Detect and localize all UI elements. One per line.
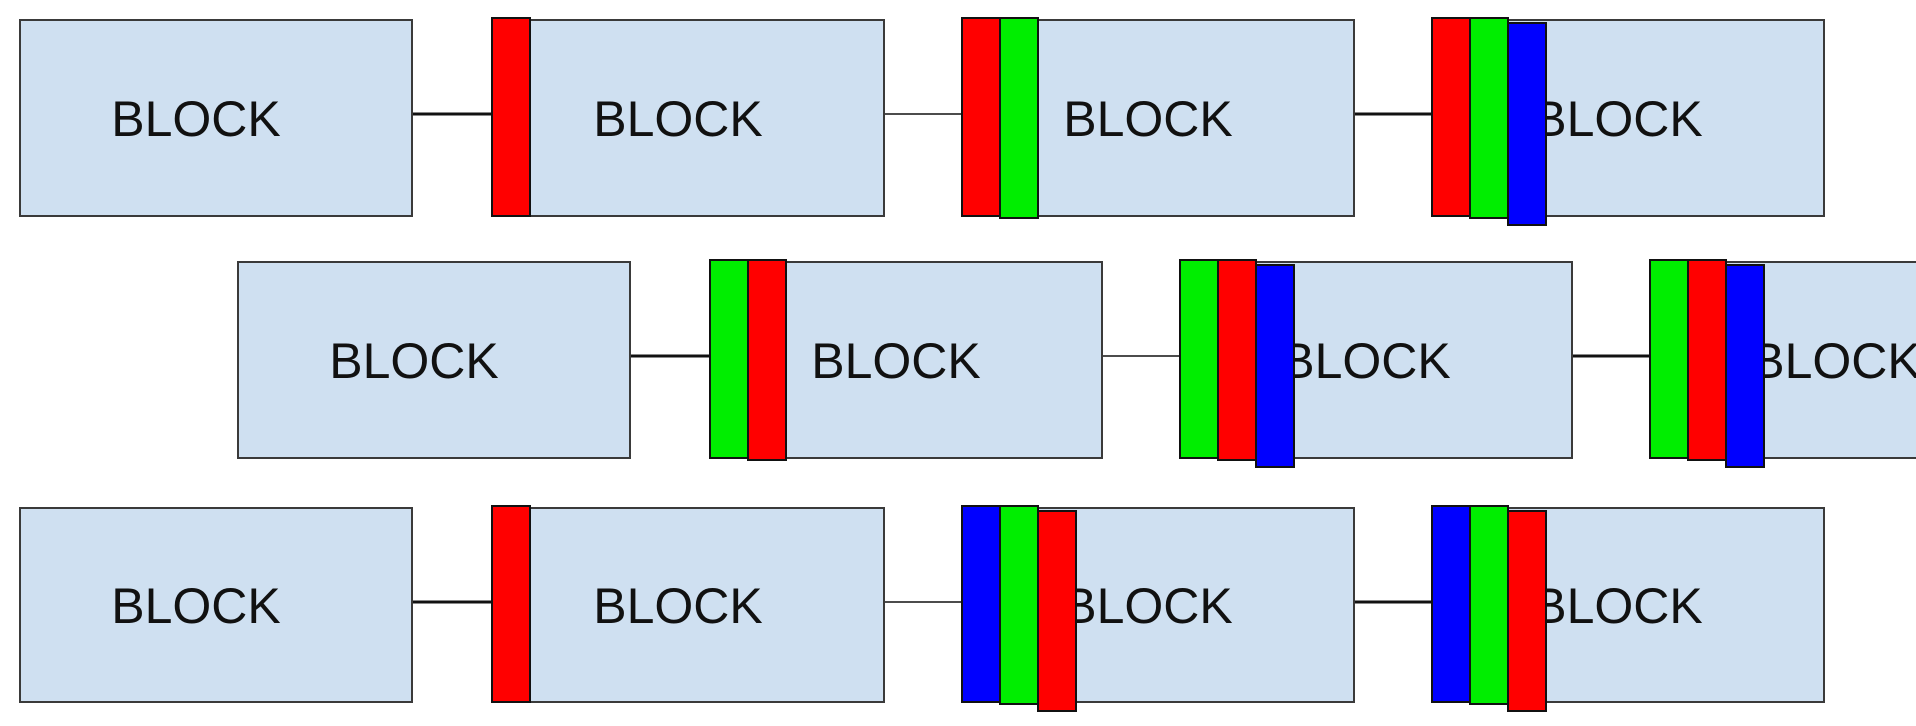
diagram-row-1: BLOCK BLOCK BLOCK BLOCK (19, 17, 1825, 226)
block-label: BLOCK (1751, 333, 1916, 389)
stripe-green (1179, 259, 1219, 459)
block: BLOCK (961, 17, 1355, 219)
block-box (237, 261, 631, 459)
block: BLOCK (237, 261, 631, 459)
block-box (19, 19, 413, 217)
block: BLOCK (491, 505, 885, 703)
block: BLOCK (491, 17, 885, 217)
stripe-red (491, 17, 531, 217)
block-box (491, 19, 885, 217)
stripe-blue (961, 505, 1001, 703)
stripe-red (1217, 259, 1257, 461)
block: BLOCK (19, 19, 413, 217)
block-label: BLOCK (593, 578, 763, 634)
block: BLOCK (1431, 17, 1825, 226)
block-label: BLOCK (111, 578, 281, 634)
stripe-green (1469, 17, 1509, 219)
block-label: BLOCK (1533, 578, 1703, 634)
block-label: BLOCK (329, 333, 499, 389)
block: BLOCK (1649, 259, 1916, 468)
stripe-red (1037, 510, 1077, 712)
stripe-green (999, 505, 1039, 705)
diagram-row-3: BLOCK BLOCK BLOCK BLOCK (19, 505, 1825, 712)
block: BLOCK (1179, 259, 1573, 468)
stripe-red (747, 259, 787, 461)
stripe-green (709, 259, 749, 459)
stripe-green (1469, 505, 1509, 705)
block-label: BLOCK (1281, 333, 1451, 389)
stripe-blue (1725, 264, 1765, 468)
block: BLOCK (961, 505, 1355, 712)
block-label: BLOCK (811, 333, 981, 389)
block-box (19, 507, 413, 703)
stripe-red (1687, 259, 1727, 461)
stripe-blue (1255, 264, 1295, 468)
stripe-red (491, 505, 531, 703)
diagram-row-2: BLOCK BLOCK BLOCK BLOCK (237, 259, 1916, 468)
stripe-red (1507, 510, 1547, 712)
block-label: BLOCK (1063, 578, 1233, 634)
stripe-blue (1507, 22, 1547, 226)
block-label: BLOCK (1063, 91, 1233, 147)
stripe-red (1431, 17, 1471, 217)
block: BLOCK (1431, 505, 1825, 712)
stripe-blue (1431, 505, 1471, 703)
stripe-green (1649, 259, 1689, 459)
stripe-red (961, 17, 1001, 217)
block-box (491, 507, 885, 703)
stripe-green (999, 17, 1039, 219)
block-label: BLOCK (111, 91, 281, 147)
block: BLOCK (709, 259, 1103, 461)
block: BLOCK (19, 507, 413, 703)
block-label: BLOCK (1533, 91, 1703, 147)
block-label: BLOCK (593, 91, 763, 147)
